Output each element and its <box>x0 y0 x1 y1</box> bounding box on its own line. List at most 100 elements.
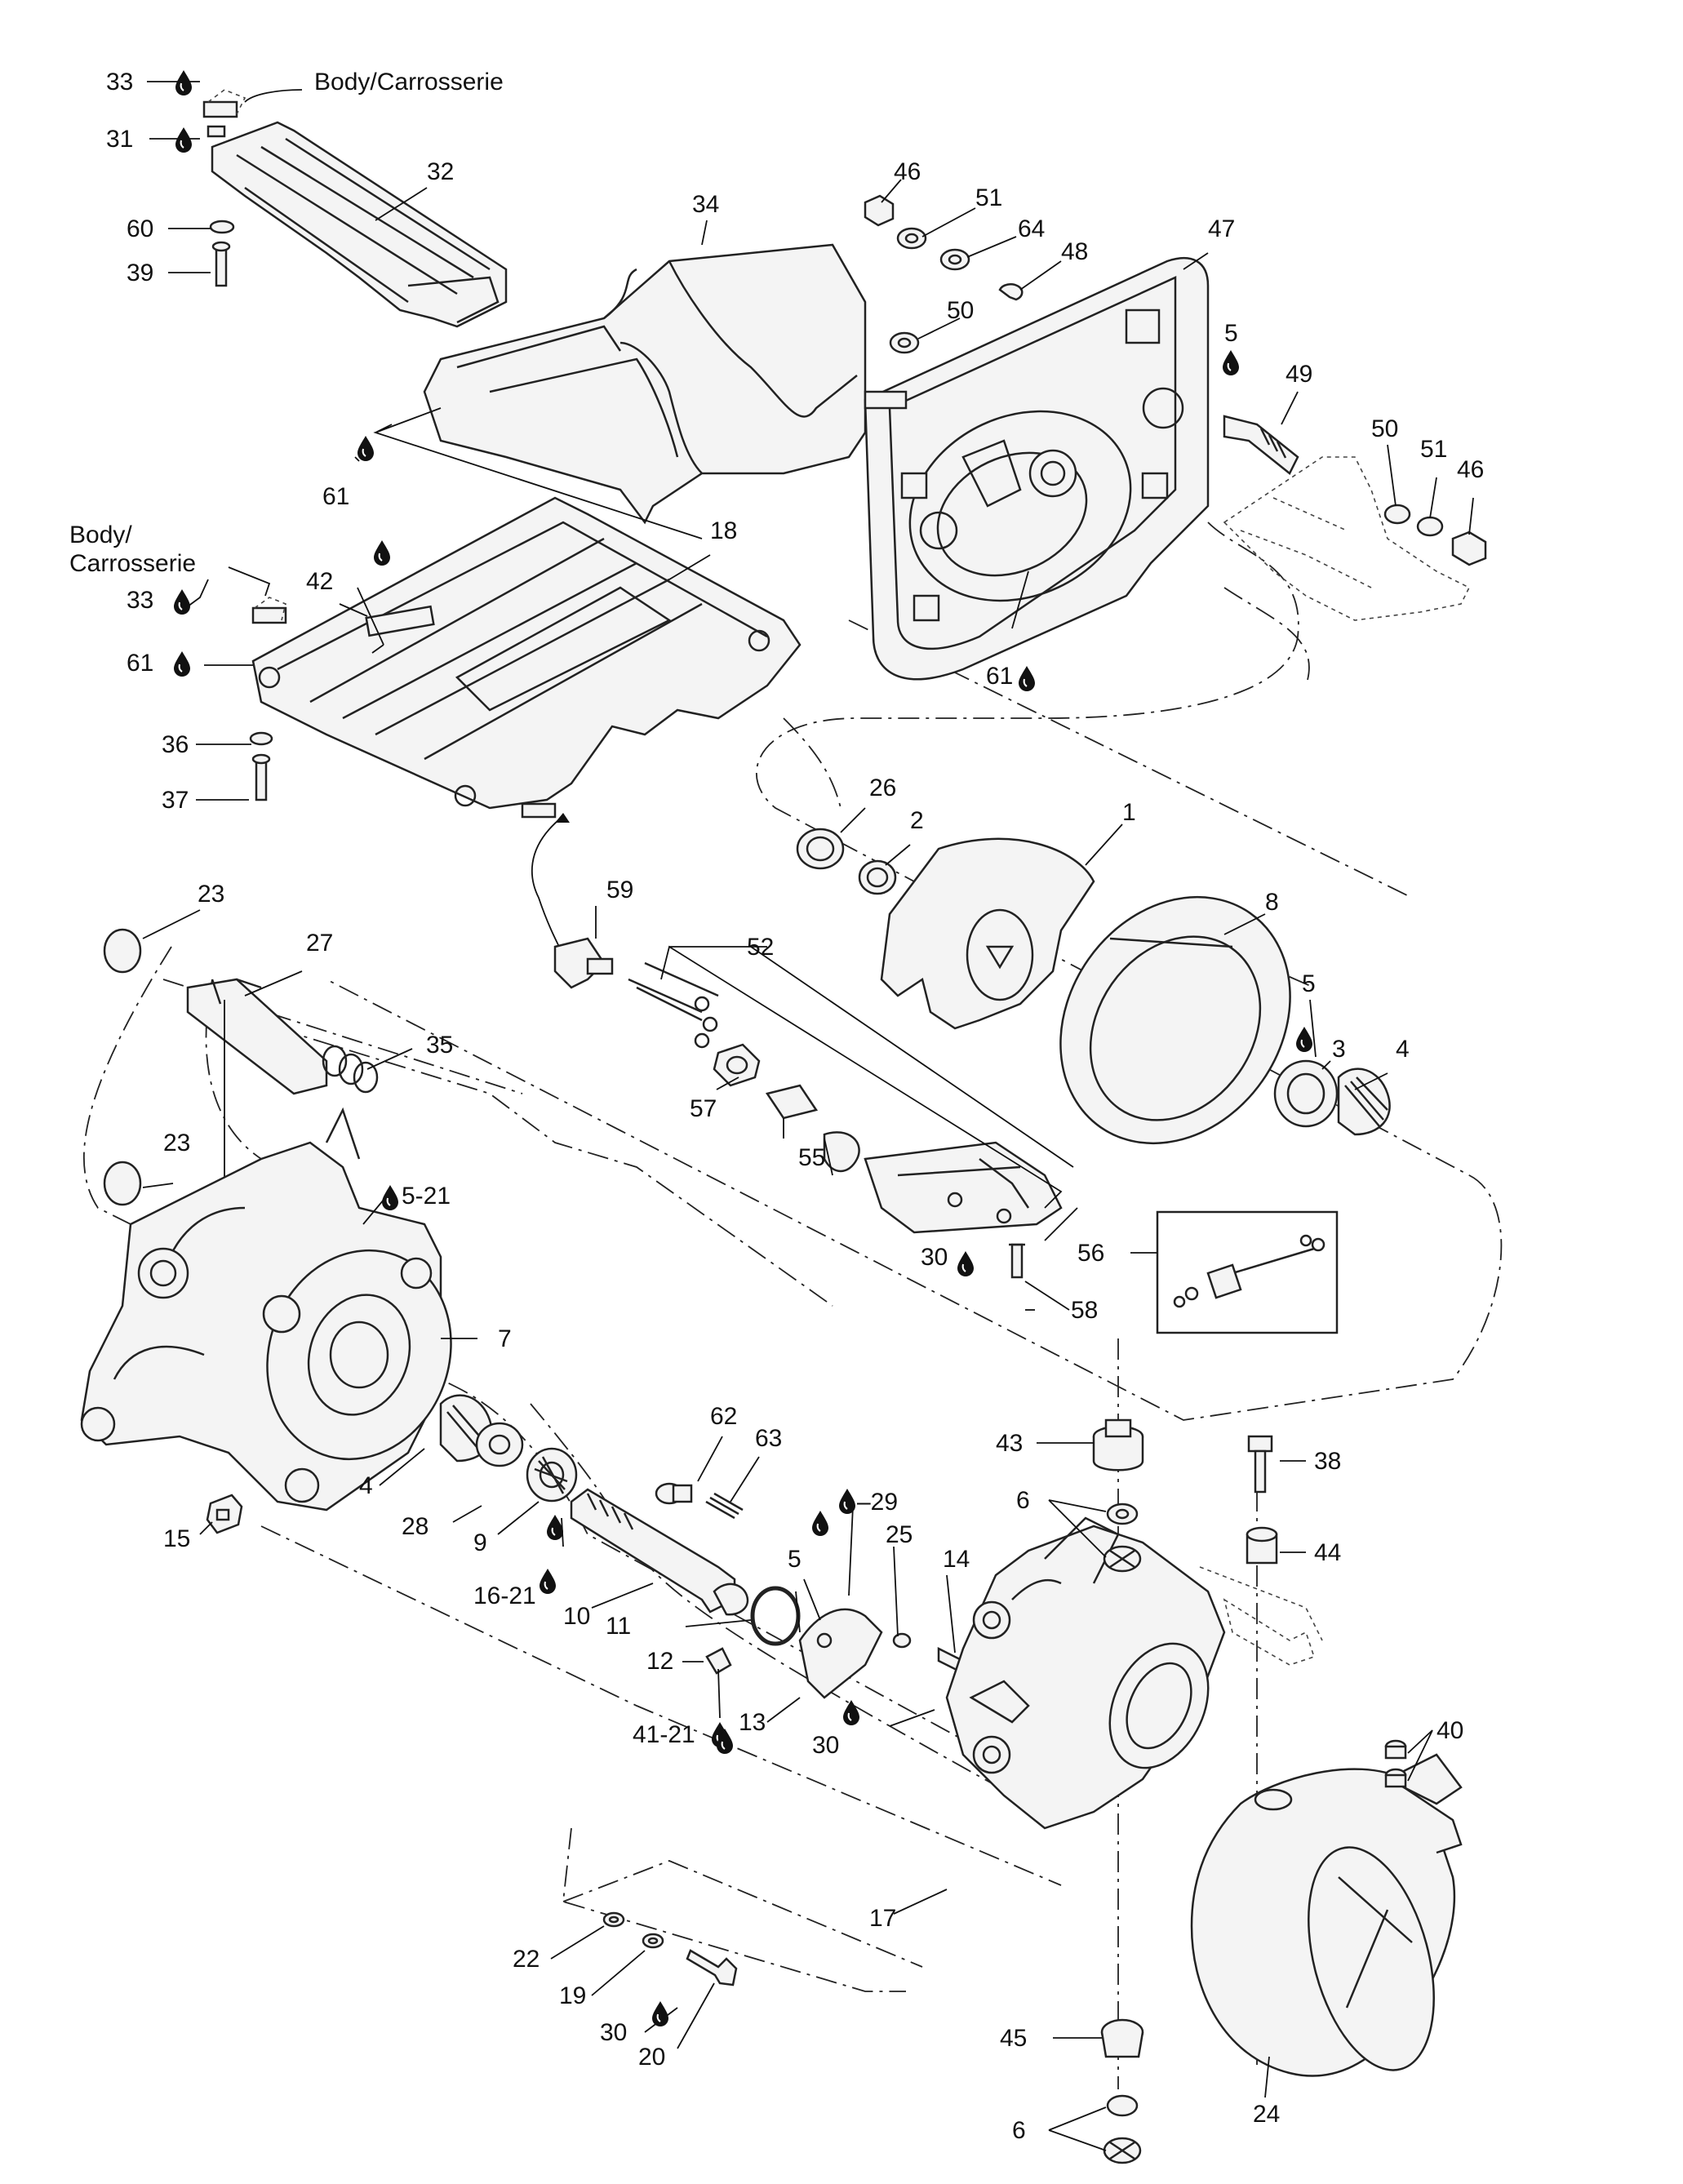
callout-13: 13 <box>739 1709 766 1736</box>
drop-icon <box>381 1184 399 1211</box>
callout-47: 47 <box>1208 215 1235 242</box>
callout-9: 9 <box>473 1529 487 1556</box>
callout-24: 24 <box>1253 2101 1280 2128</box>
drop-icon <box>173 650 191 677</box>
hardware-right-upper <box>1223 415 1487 566</box>
hardware-plate-top <box>864 194 1024 354</box>
sensor-group <box>553 937 1063 1279</box>
callout-49: 49 <box>1286 361 1312 388</box>
callout-36: 36 <box>162 731 189 758</box>
drop-icon <box>373 539 391 566</box>
callout-4: 4 <box>1396 1036 1410 1063</box>
callout-28: 28 <box>402 1513 429 1540</box>
hardware-left-middle <box>249 597 287 801</box>
callout-18: 18 <box>710 517 737 544</box>
callout-42: 42 <box>306 568 333 595</box>
callout-45: 45 <box>1000 2025 1027 2052</box>
callout-51b: 51 <box>1420 436 1447 463</box>
callout-33b: 33 <box>127 587 153 614</box>
callout-58: 58 <box>1071 1297 1098 1324</box>
hardware-bottom-left <box>602 1911 738 1986</box>
callout-29: –29 <box>857 1489 898 1516</box>
callout-23: 23 <box>198 881 224 908</box>
drop-icon <box>1295 1026 1313 1053</box>
callout-12: 12 <box>646 1648 673 1675</box>
drop-icon <box>175 69 193 96</box>
callout-41-21: 41-21 <box>633 1721 695 1748</box>
callout-4b: 4 <box>359 1472 373 1499</box>
part-32-support <box>211 121 508 328</box>
impeller-group <box>796 828 1391 1145</box>
callout-5c: 5 <box>788 1546 802 1573</box>
callout-61b: 61 <box>127 650 153 677</box>
callout-38: 38 <box>1314 1448 1341 1475</box>
callout-44: 44 <box>1314 1539 1341 1566</box>
callout-60: 60 <box>127 215 153 242</box>
part-18-cover <box>251 496 802 819</box>
callout-62: 62 <box>710 1403 737 1430</box>
callout-5b: 5 <box>1302 970 1316 997</box>
drop-icon <box>175 127 193 153</box>
shaft-group <box>439 1394 977 1699</box>
callout-37: 37 <box>162 787 189 814</box>
callout-57: 57 <box>690 1095 717 1122</box>
callout-35: 35 <box>426 1032 453 1059</box>
body-label-mid-2: Carrosserie <box>69 550 196 577</box>
part-34-duct <box>423 243 867 525</box>
callout-40: 40 <box>1437 1717 1463 1744</box>
callout-5-21: 5-21 <box>402 1183 451 1210</box>
callout-26: 26 <box>869 775 896 801</box>
callout-7: 7 <box>498 1325 512 1352</box>
callout-8: 8 <box>1265 889 1279 916</box>
callout-3: 3 <box>1332 1036 1346 1063</box>
callout-11: 11 <box>606 1613 631 1640</box>
drop-icon <box>173 588 191 615</box>
leader-lines <box>142 81 1474 2151</box>
callout-6: 6 <box>1016 1487 1030 1514</box>
callout-31: 31 <box>106 126 133 153</box>
callout-22: 22 <box>513 1946 540 1973</box>
callout-19: 19 <box>559 1982 586 2009</box>
drop-icon <box>1222 349 1240 376</box>
drop-icon <box>651 2000 669 2027</box>
callout-46: 46 <box>894 158 921 185</box>
callout-50b: 50 <box>1371 415 1398 442</box>
callout-27: 27 <box>306 930 333 957</box>
callout-51: 51 <box>975 184 1002 211</box>
callout-61: 61 <box>322 483 349 510</box>
callout-56: 56 <box>1077 1240 1104 1267</box>
callout-64: 64 <box>1018 215 1045 242</box>
callout-5: 5 <box>1224 320 1238 347</box>
hardware-right-lower <box>1092 1418 1278 2164</box>
callout-46b: 46 <box>1457 456 1484 483</box>
part-24-nozzle <box>1190 1598 1463 2077</box>
callout-10: 10 <box>563 1603 590 1630</box>
callout-25: 25 <box>886 1521 913 1548</box>
callout-43: 43 <box>996 1430 1023 1457</box>
callout-30c: 30 <box>600 2019 627 2046</box>
inset-box-56 <box>1156 1210 1339 1334</box>
callout-55: 55 <box>798 1144 825 1171</box>
callout-34: 34 <box>692 191 719 218</box>
drop-icon <box>811 1510 829 1537</box>
callout-61c: 61 <box>986 663 1013 690</box>
wire-curve <box>531 815 564 956</box>
drop-icon <box>357 435 375 462</box>
drop-icon <box>539 1568 557 1595</box>
callout-63: 63 <box>755 1425 782 1452</box>
callout-6b: 6 <box>1012 2117 1026 2144</box>
callout-1: 1 <box>1122 799 1136 826</box>
body-outline-right <box>1223 456 1471 621</box>
part-17-venturi <box>945 1516 1323 1830</box>
callout-59: 59 <box>606 877 633 903</box>
part-47-plate <box>864 257 1210 681</box>
callout-14: 14 <box>943 1546 970 1573</box>
callout-17: 17 <box>869 1905 896 1932</box>
callout-33: 33 <box>106 69 133 95</box>
drop-icon <box>957 1250 975 1277</box>
callout-20: 20 <box>638 2044 665 2071</box>
callout-15: 15 <box>163 1525 190 1552</box>
body-label-mid-1: Body/ <box>69 522 132 548</box>
callout-30b: 30 <box>812 1732 839 1759</box>
